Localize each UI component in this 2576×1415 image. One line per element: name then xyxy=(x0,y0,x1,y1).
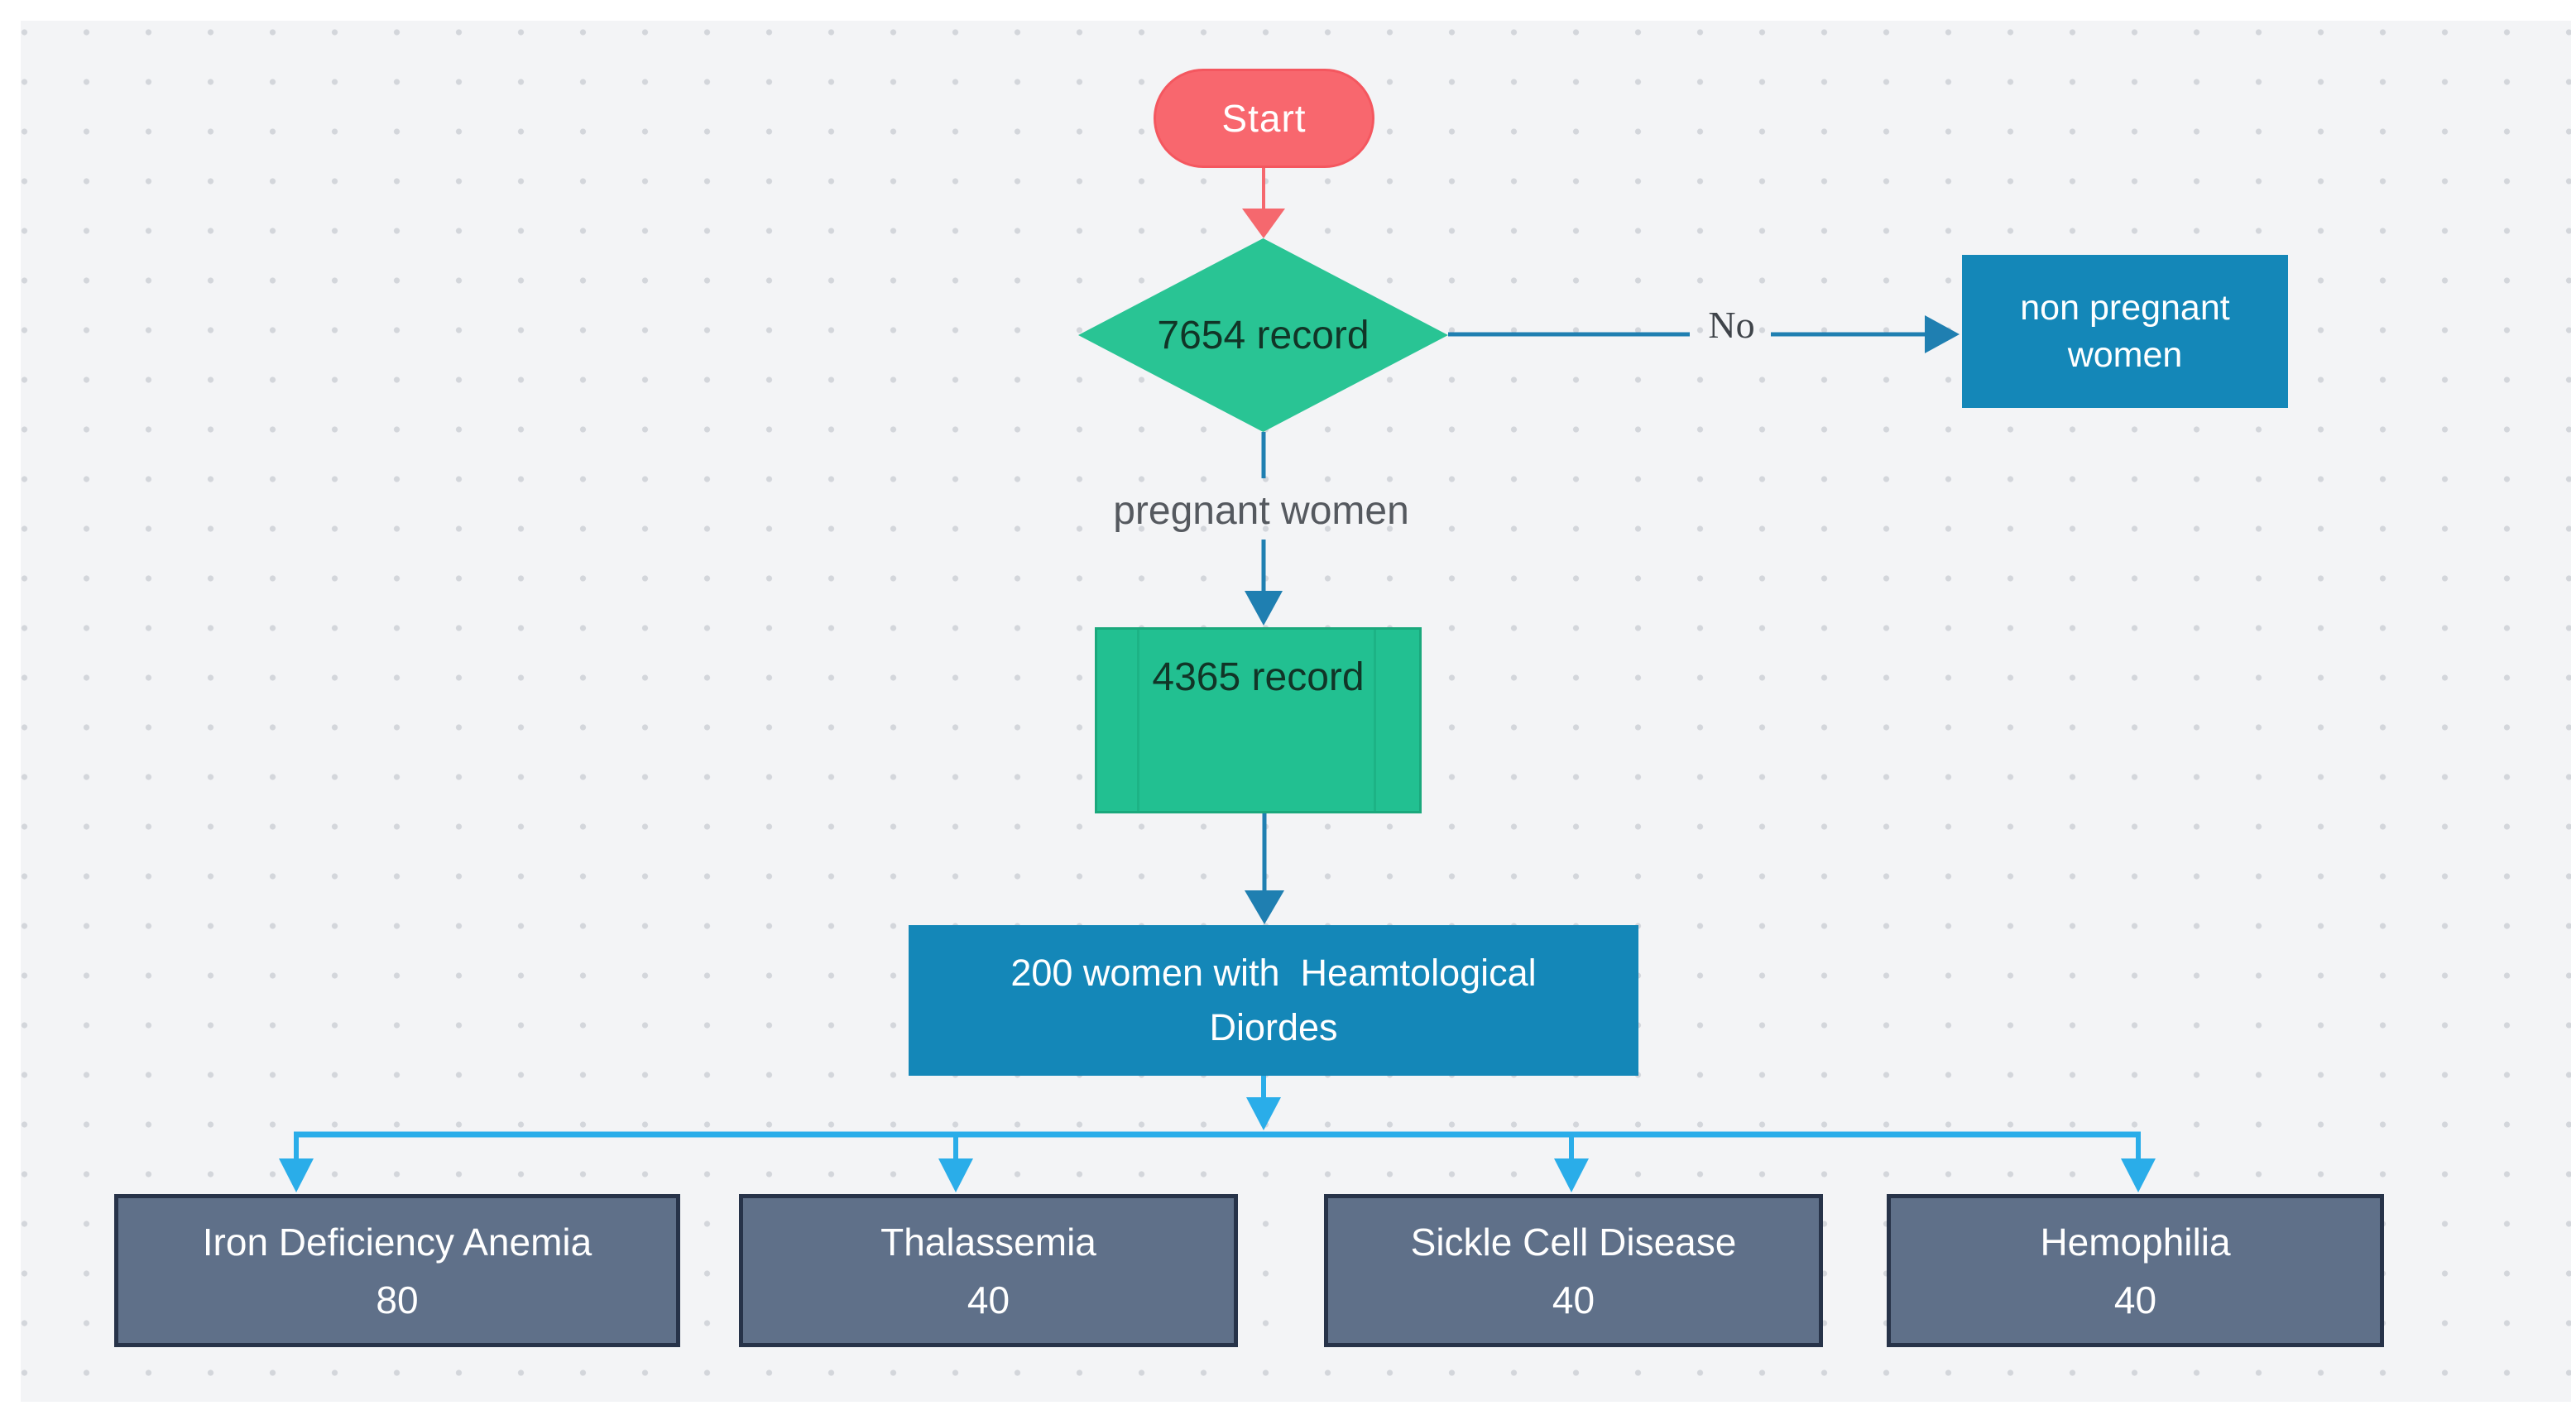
records-4365-label: 4365 record xyxy=(1152,655,1365,699)
outcome-value: 40 xyxy=(1552,1278,1595,1321)
edge-decision-to-records xyxy=(1245,432,1283,626)
edge-label-no: No xyxy=(1708,304,1755,346)
edge-hematological-to-outcomes xyxy=(279,1076,2156,1192)
outcome-value: 80 xyxy=(376,1278,419,1321)
outcome-label: Sickle Cell Disease xyxy=(1410,1220,1737,1264)
arrowhead-down-icon xyxy=(1246,1097,1281,1130)
predefined-process-left-bar xyxy=(1137,630,1139,811)
hematological-disorders-label: 200 women with Heamtological Diordes xyxy=(1010,952,1547,1048)
outcome-label: Iron Deficiency Anemia xyxy=(202,1220,592,1264)
outcome-label: Thalassemia xyxy=(880,1220,1096,1264)
outcome-box-iron-deficiency-anemia: Iron Deficiency Anemia 80 xyxy=(114,1194,680,1347)
edge-start-to-decision xyxy=(1242,168,1285,238)
outcome-box-sickle-cell-disease: Sickle Cell Disease 40 xyxy=(1324,1194,1823,1347)
edge-label-pregnant-women: pregnant women xyxy=(1113,489,1409,533)
arrowhead-right-icon xyxy=(1925,315,1960,353)
arrowhead-down-icon xyxy=(1245,591,1283,626)
arrowhead-down-icon xyxy=(1554,1158,1589,1192)
arrowhead-down-icon xyxy=(1242,209,1285,238)
outcome-box-hemophilia: Hemophilia 40 xyxy=(1887,1194,2384,1347)
arrowhead-down-icon xyxy=(938,1158,973,1192)
non-pregnant-women-node: non pregnant women xyxy=(1962,255,2288,408)
arrowhead-down-icon xyxy=(279,1158,314,1192)
start-node-label: Start xyxy=(1221,97,1307,140)
predefined-process-right-bar xyxy=(1374,630,1376,811)
records-4365-node: 4365 record xyxy=(1095,627,1422,813)
outcome-value: 40 xyxy=(2113,1278,2157,1321)
outcome-label: Hemophilia xyxy=(2040,1220,2231,1264)
hematological-disorders-node: 200 women with Heamtological Diordes xyxy=(909,925,1638,1076)
arrowhead-down-icon xyxy=(2121,1158,2156,1192)
edge-decision-to-non-pregnant xyxy=(1448,315,1960,353)
outcome-box-thalassemia: Thalassemia 40 xyxy=(739,1194,1238,1347)
non-pregnant-women-label: non pregnant women xyxy=(2020,287,2230,375)
outcome-value: 40 xyxy=(967,1278,1010,1321)
start-node: Start xyxy=(1154,69,1374,168)
arrowhead-down-icon xyxy=(1245,890,1284,924)
edge-records-to-hematological xyxy=(1245,813,1284,924)
decision-node-label: 7654 record xyxy=(1157,313,1370,357)
